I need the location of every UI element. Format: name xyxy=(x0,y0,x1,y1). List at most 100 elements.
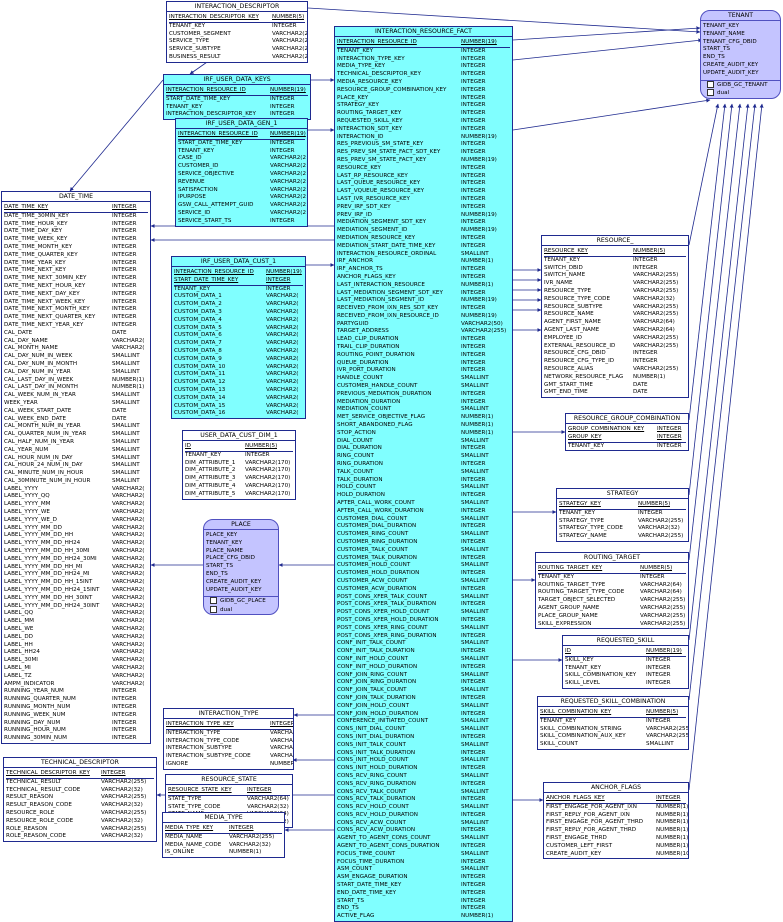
column-type: SMALLINT xyxy=(461,437,489,444)
column-type: INTEGER xyxy=(461,117,486,124)
column-type: INTEGER xyxy=(461,94,486,101)
column-type: INTEGER xyxy=(270,103,295,110)
column-type: NUMBER(5) xyxy=(633,248,666,254)
table-icon xyxy=(210,605,217,613)
column-type: INTEGER xyxy=(646,672,671,679)
table-column: END_TS xyxy=(206,571,276,579)
column-type: SMALLINT xyxy=(461,453,489,460)
column-type: INTEGER xyxy=(461,305,486,312)
column-type: INTEGER xyxy=(657,442,682,449)
column-name: CONF_INIT_HOLD_DURATION xyxy=(337,663,418,670)
column-name: ROUTING_TARGET_TYPE xyxy=(538,581,606,588)
column-name: STRATEGY_KEY xyxy=(559,501,601,507)
column-name: CUSTOM_DATA_13 xyxy=(174,386,226,393)
column-type: VARCHAR2( xyxy=(112,493,145,500)
entity-title: TECHNICAL_DESCRIPTOR xyxy=(4,758,156,768)
column-type: SMALLINT xyxy=(112,368,140,375)
column-name: SERVICE_ID xyxy=(178,209,211,216)
column-name: CONS_INIT_DIAL_DURATION xyxy=(337,733,415,740)
column-name: STRATEGY_TYPE_CODE xyxy=(559,525,623,532)
column-type: INTEGER xyxy=(272,22,297,29)
column-name: AGENT_GROUP_NAME xyxy=(538,604,600,611)
column-name: CUSTOM_DATA_14 xyxy=(174,394,226,401)
column-name: INTERACTION_RESOURCE_ID xyxy=(174,269,254,275)
column-type: VARCHAR2( xyxy=(112,516,145,523)
column-name: LABEL_YYYY_WE xyxy=(4,509,50,516)
column-name: SKILL_COUNT xyxy=(540,741,578,748)
column-type: INTEGER xyxy=(656,795,681,801)
column-name: DIM_ATTRIBUTE_4 xyxy=(185,482,236,489)
column-name: TENANT_KEY xyxy=(169,22,205,29)
column-name: MEDIATION_SEGMENT_SDT_KEY xyxy=(337,219,427,226)
column-type: INTEGER xyxy=(461,172,486,179)
column-type: INTEGER xyxy=(461,632,486,639)
column-type: NUMBER(1) xyxy=(112,376,145,383)
column-name: SERVICE_SUBTYPE xyxy=(169,46,221,53)
column-name: START_TS xyxy=(206,563,234,570)
column-type: VARCHAR2(255) xyxy=(101,794,147,801)
column-name: DATE_TIME_NEXT_MONTH_KEY xyxy=(4,306,90,313)
column-type: VARCHAR2(255) xyxy=(633,280,679,287)
column-name: TENANT_KEY xyxy=(185,451,221,458)
column-name: INTERACTION_SUBTYPE xyxy=(166,745,232,752)
column-type: VARCHAR2( xyxy=(112,540,145,547)
column-name: INTERACTION_TYPE_CODE xyxy=(166,737,240,744)
column-name: CAL_DATE xyxy=(4,329,33,336)
column-type: SMALLINT xyxy=(461,687,489,694)
column-type: SMALLINT xyxy=(112,446,140,453)
column-type: VARCHAR2(32) xyxy=(270,737,293,744)
table-column: CREATE_AUDIT_KEY xyxy=(703,62,778,70)
column-name: LABEL_HH24 xyxy=(4,649,40,656)
column-type: INTEGER xyxy=(461,78,486,85)
column-name: SKILL_LEVEL xyxy=(565,680,601,687)
column-type: VARCHAR2(64) xyxy=(633,326,675,333)
column-name: TALK_COUNT xyxy=(337,468,374,475)
